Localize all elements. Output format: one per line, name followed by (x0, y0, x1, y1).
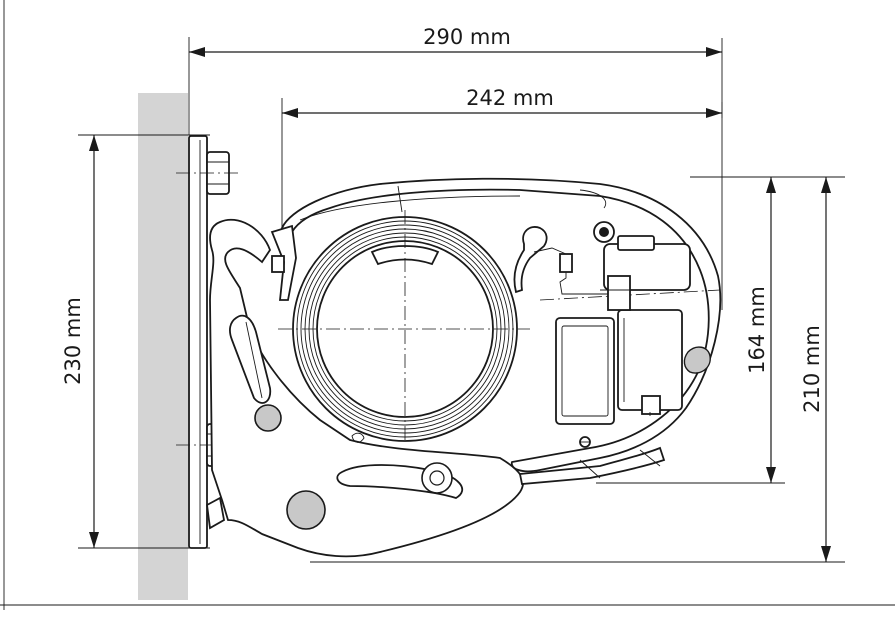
fabric-roll (278, 210, 530, 443)
pivot-knob-upper (254, 404, 282, 432)
dimension-label-290: 290 mm (423, 25, 511, 49)
cassette-housing (270, 177, 722, 485)
dimension-164: 164 mm (745, 177, 776, 483)
dimension-230: 230 mm (61, 135, 99, 548)
dimension-290: 290 mm (189, 25, 722, 57)
dimension-label-242: 242 mm (466, 86, 554, 110)
motor (617, 309, 683, 411)
dimension-label-164: 164 mm (745, 286, 769, 374)
end-clip (683, 346, 711, 374)
dimension-label-210: 210 mm (800, 325, 824, 413)
drive-unit (555, 317, 615, 425)
dimension-242: 242 mm (282, 86, 722, 118)
dimension-210: 210 mm (800, 177, 831, 562)
wall (138, 93, 188, 600)
front-arm-mechanism (513, 221, 721, 448)
dimension-label-230: 230 mm (61, 297, 85, 385)
extension-lines (78, 37, 845, 563)
pivot-knob-lower (286, 490, 326, 530)
